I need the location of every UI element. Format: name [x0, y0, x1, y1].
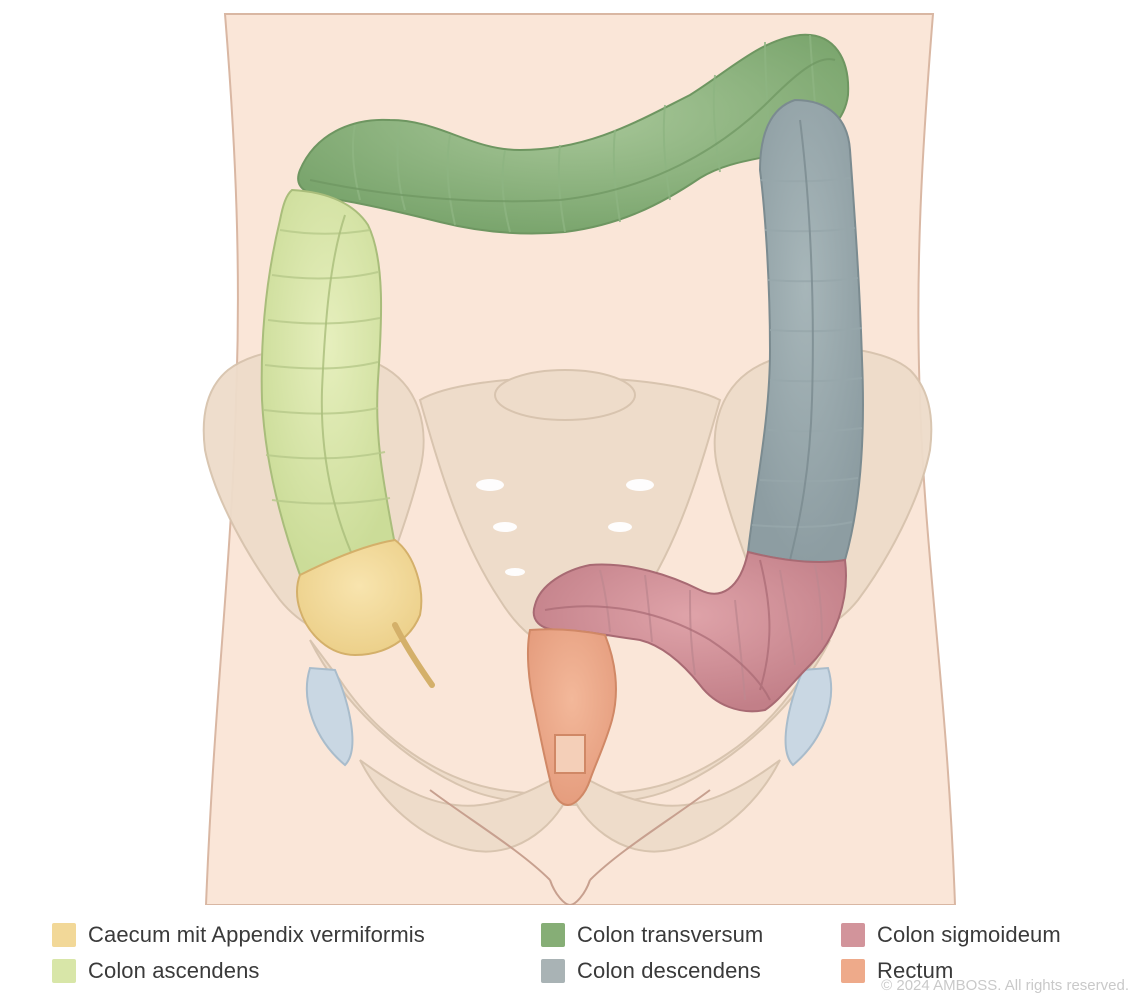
pelvic-ring — [309, 639, 831, 806]
legend-swatch — [841, 959, 865, 983]
legend-swatch — [52, 959, 76, 983]
legend-item-colon-sigmoideum: Colon sigmoideum — [841, 921, 1061, 949]
left-hip-cartilage — [784, 666, 833, 767]
legend-item-caecum: Caecum mit Appendix vermiformis — [52, 921, 425, 949]
legend-label: Caecum mit Appendix vermiformis — [88, 922, 425, 947]
legend-item-rectum: Rectum — [841, 957, 953, 985]
legend-swatch — [541, 959, 565, 983]
colon-sigmoideum — [532, 550, 847, 713]
colon-transversum — [297, 33, 850, 235]
copyright-notice: © 2024 AMBOSS. All rights reserved. — [881, 977, 1129, 994]
vertebral-body — [494, 369, 636, 421]
legend-swatch — [841, 923, 865, 947]
colon-anatomy-illustration — [202, 13, 957, 905]
legend-swatch — [52, 923, 76, 947]
legend-label: Colon sigmoideum — [877, 922, 1061, 947]
legend-item-colon-transversum: Colon transversum — [541, 921, 763, 949]
right-hip-cartilage — [305, 666, 354, 767]
legend-swatch — [541, 923, 565, 947]
legend-label: Colon descendens — [577, 958, 761, 983]
legend-label: Rectum — [877, 958, 954, 983]
caecum-appendix — [296, 538, 435, 688]
legend-item-colon-descendens: Colon descendens — [541, 957, 761, 985]
rectum — [526, 628, 617, 807]
legend-label: Colon transversum — [577, 922, 764, 947]
legend-item-colon-ascendens: Colon ascendens — [52, 957, 260, 985]
legend-label: Colon ascendens — [88, 958, 260, 983]
groin-lines — [429, 789, 711, 905]
pubic-region — [359, 759, 781, 853]
